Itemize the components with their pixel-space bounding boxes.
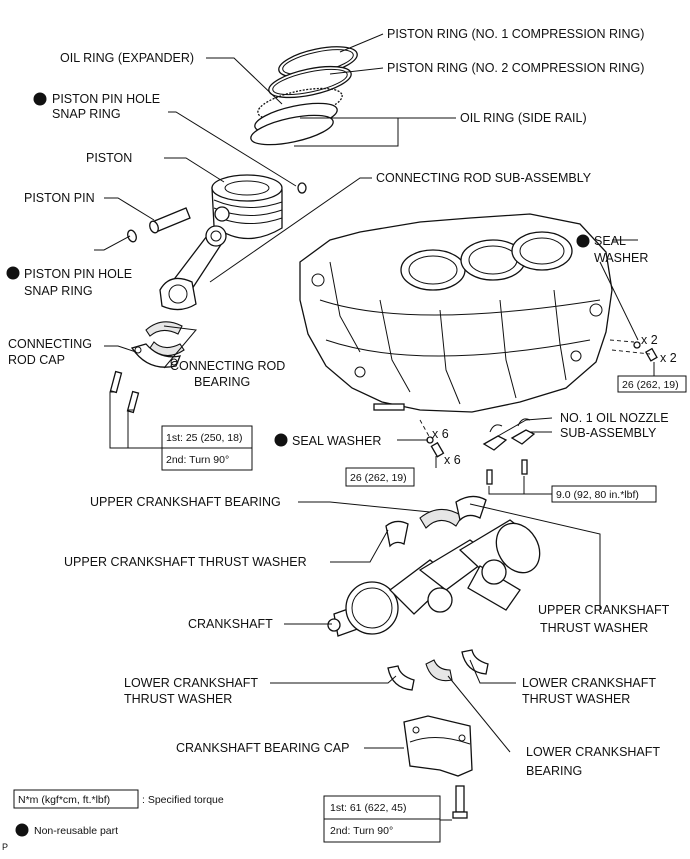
label-piston: PISTON: [86, 151, 132, 165]
label-oil-ring-expander: OIL RING (EXPANDER): [60, 51, 194, 65]
label-oil-nozzle-line2: SUB-ASSEMBLY: [560, 426, 657, 440]
label-crankshaft: CRANKSHAFT: [188, 617, 273, 631]
lower-thrust-washer-right-illustration: [461, 649, 489, 675]
corner-letter: P: [2, 842, 8, 852]
label-upper-crankshaft-bearing: UPPER CRANKSHAFT BEARING: [90, 495, 281, 509]
label-qty-x2-washer: x 2: [641, 333, 658, 347]
label-snap-ring-top-line2: SNAP RING: [52, 107, 121, 121]
piston-pin-illustration: [149, 207, 191, 234]
oil-ring-side-rail-illustration: [250, 102, 338, 146]
torque-box-seal-bolt-right: 26 (262, 19): [617, 375, 687, 393]
lower-crankshaft-bearing-illustration: [425, 659, 453, 682]
torque-seal-bolt-mid: 26 (262, 19): [350, 472, 407, 484]
non-reusable-marker-icon: [576, 234, 590, 248]
label-connecting-rod-bearing-line2: BEARING: [194, 375, 250, 389]
label-snap-ring-bottom-line1: PISTON PIN HOLE: [24, 267, 132, 281]
label-lower-thrust-left-line2: THRUST WASHER: [124, 692, 232, 706]
crankshaft-bearing-cap-illustration: [403, 715, 473, 819]
torque-cap-1st: 1st: 61 (622, 45): [330, 802, 406, 814]
legend-torque-desc: : Specified torque: [142, 794, 224, 806]
torque-oil-nozzle: 9.0 (92, 80 in.*lbf): [556, 489, 639, 501]
label-lower-thrust-right-line1: LOWER CRANKSHAFT: [522, 676, 656, 690]
label-piston-ring-no1: PISTON RING (NO. 1 COMPRESSION RING): [387, 27, 644, 41]
cylinder-block-illustration: [299, 213, 613, 413]
oil-nozzle-illustration: [482, 418, 536, 485]
label-lower-bearing-line1: LOWER CRANKSHAFT: [526, 745, 660, 759]
leader-lines: [94, 33, 655, 821]
label-lower-bearing-line2: BEARING: [526, 764, 582, 778]
label-lower-thrust-left-line1: LOWER CRANKSHAFT: [124, 676, 258, 690]
legend: N*m (kgf*cm, ft.*lbf) : Specified torque…: [13, 789, 224, 837]
label-seal-washer-mid: SEAL WASHER: [292, 434, 381, 448]
label-crankshaft-bearing-cap: CRANKSHAFT BEARING CAP: [176, 741, 349, 755]
torque-box-rod-bolt: 1st: 25 (250, 18) 2nd: Turn 90°: [161, 425, 253, 471]
label-seal-washer-right-line2: WASHER: [594, 251, 648, 265]
label-connecting-rod-sub-assembly: CONNECTING ROD SUB-ASSEMBLY: [376, 171, 592, 185]
connecting-rod-bolts-illustration: [109, 370, 140, 414]
non-reusable-marker-icon: [15, 823, 29, 837]
connecting-rod-bearing-illustration: [145, 321, 185, 357]
crankshaft-illustration: [327, 519, 541, 637]
torque-seal-bolt-right: 26 (262, 19): [622, 379, 679, 391]
non-reusable-marker-icon: [33, 92, 47, 106]
torque-box-bearing-cap: 1st: 61 (622, 45) 2nd: Turn 90°: [323, 795, 441, 843]
torque-box-oil-nozzle: 9.0 (92, 80 in.*lbf): [551, 485, 657, 503]
label-snap-ring-bottom-line2: SNAP RING: [24, 284, 93, 298]
torque-rod-1st: 1st: 25 (250, 18): [166, 432, 242, 444]
label-upper-thrust-washer-right-line1: UPPER CRANKSHAFT: [538, 603, 670, 617]
connecting-rod-illustration: [159, 225, 227, 311]
label-upper-thrust-washer-left: UPPER CRANKSHAFT THRUST WASHER: [64, 555, 307, 569]
lower-thrust-washer-left-illustration: [387, 665, 415, 691]
torque-rod-2nd: 2nd: Turn 90°: [166, 454, 229, 466]
upper-thrust-washer-right-illustration: [455, 495, 487, 522]
label-seal-washer-right-line1: SEAL: [594, 234, 626, 248]
label-oil-nozzle-line1: NO. 1 OIL NOZZLE: [560, 411, 669, 425]
label-piston-pin: PISTON PIN: [24, 191, 95, 205]
label-qty-x6-bolt: x 6: [444, 453, 461, 467]
snap-ring-top-illustration: [297, 182, 307, 194]
label-qty-x2-bolt: x 2: [660, 351, 677, 365]
label-oil-ring-side-rail: OIL RING (SIDE RAIL): [460, 111, 587, 125]
seal-washer-bolt-right-illustration: [633, 341, 658, 362]
label-qty-x6-washer: x 6: [432, 427, 449, 441]
label-lower-thrust-right-line2: THRUST WASHER: [522, 692, 630, 706]
piston-illustration: [211, 174, 283, 240]
snap-ring-bottom-illustration: [127, 229, 137, 243]
upper-thrust-washer-left-illustration: [385, 520, 409, 548]
upper-crankshaft-bearing-illustration: [419, 508, 463, 529]
label-connecting-rod-cap-line1: CONNECTING: [8, 337, 92, 351]
non-reusable-marker-icon: [274, 433, 288, 447]
label-upper-thrust-washer-right-line2: THRUST WASHER: [540, 621, 648, 635]
connecting-rod-cap-illustration: [130, 343, 182, 368]
non-reusable-marker-icon: [6, 266, 20, 280]
torque-cap-2nd: 2nd: Turn 90°: [330, 825, 393, 837]
torque-box-seal-bolt-mid: 26 (262, 19): [345, 467, 415, 487]
label-piston-ring-no2: PISTON RING (NO. 2 COMPRESSION RING): [387, 61, 644, 75]
label-snap-ring-top-line1: PISTON PIN HOLE: [52, 92, 160, 106]
label-connecting-rod-cap-line2: ROD CAP: [8, 353, 65, 367]
legend-torque-unit: N*m (kgf*cm, ft.*lbf): [18, 794, 110, 806]
legend-non-reusable: Non-reusable part: [34, 825, 118, 837]
label-connecting-rod-bearing-line1: CONNECTING ROD: [170, 359, 285, 373]
